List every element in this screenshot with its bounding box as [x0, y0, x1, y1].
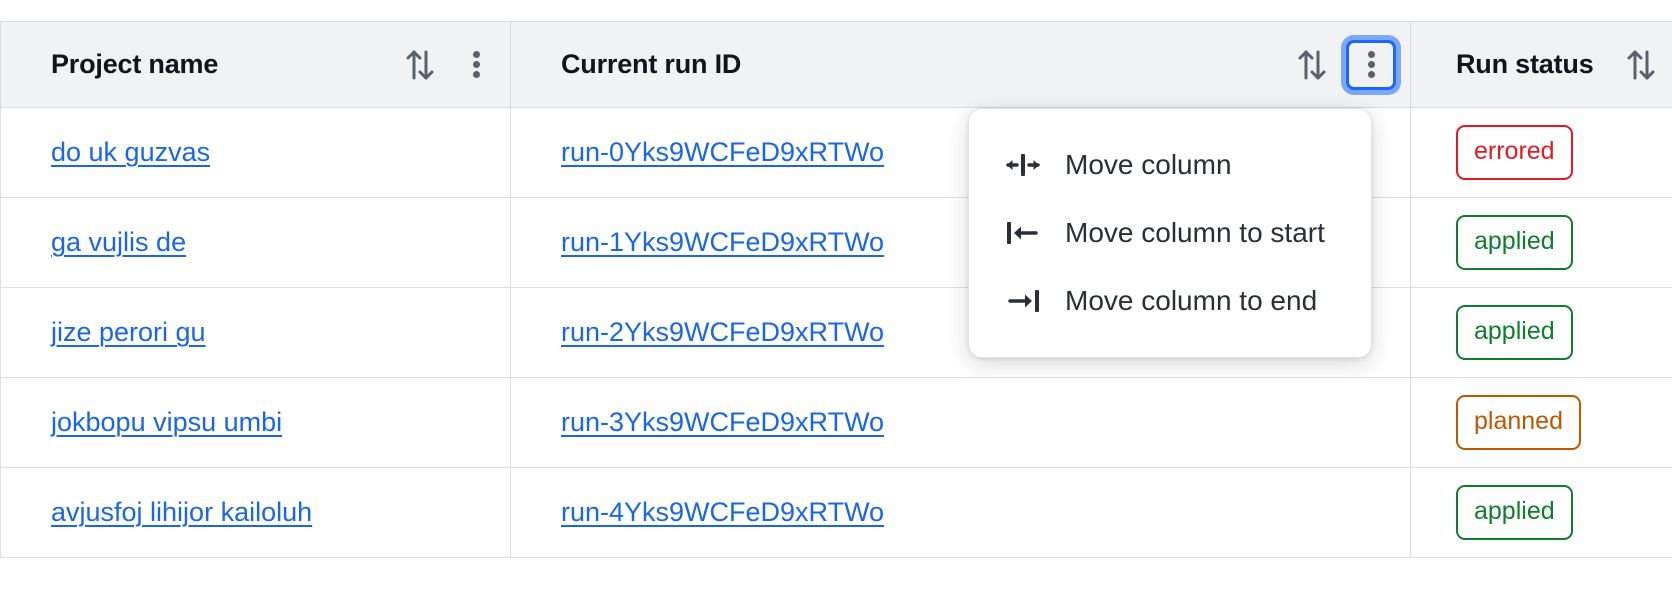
table-row: avjusfoj lihijor kailoluh run-4Yks9WCFeD…: [0, 467, 1672, 558]
move-column-icon: [1003, 149, 1043, 181]
project-name-link[interactable]: jokbopu vipsu umbi: [51, 407, 283, 437]
column-header-label-run-status: Run status: [1456, 49, 1594, 79]
cell-project-name: do uk guzvas: [0, 107, 511, 198]
project-name-link[interactable]: avjusfoj lihijor kailoluh: [51, 497, 313, 527]
table-row: jize perori gu run-2Yks9WCFeD9xRTWo appl…: [0, 287, 1672, 378]
kebab-dots: [472, 48, 480, 81]
sort-updown-icon-run-status[interactable]: [1624, 43, 1659, 87]
column-header-current-run-id[interactable]: Current run ID: [510, 21, 1411, 108]
cell-current-run-id: run-3Yks9WCFeD9xRTWo: [510, 377, 1411, 468]
status-badge: planned: [1456, 395, 1581, 450]
sort-updown-icon-project-name[interactable]: [398, 43, 442, 87]
cell-current-run-id: run-4Yks9WCFeD9xRTWo: [510, 467, 1411, 558]
kebab-dot: [1367, 61, 1375, 68]
cell-run-status: applied: [1410, 467, 1672, 558]
project-name-link[interactable]: jize perori gu: [51, 317, 206, 347]
cell-run-status: applied: [1410, 287, 1672, 378]
table-header-row: Project name: [0, 21, 1672, 108]
run-id-link[interactable]: run-2Yks9WCFeD9xRTWo: [561, 317, 885, 347]
sort-updown-icon-current-run-id[interactable]: [1290, 43, 1334, 87]
cell-project-name: ga vujlis de: [0, 197, 511, 288]
menu-item-label: Move column: [1065, 149, 1232, 180]
move-column-to-start-icon: [1003, 217, 1043, 249]
kebab-dot: [472, 71, 480, 78]
table-row: ga vujlis de run-1Yks9WCFeD9xRTWo applie…: [0, 197, 1672, 288]
move-column-to-end-icon: [1003, 285, 1043, 317]
cell-project-name: avjusfoj lihijor kailoluh: [0, 467, 511, 558]
column-header-project-name[interactable]: Project name: [0, 21, 511, 108]
run-id-link[interactable]: run-1Yks9WCFeD9xRTWo: [561, 227, 885, 257]
kebab-dot: [472, 51, 480, 58]
kebab-menu-icon-project-name[interactable]: [456, 43, 496, 87]
menu-item-label: Move column to start: [1065, 217, 1325, 248]
run-id-link[interactable]: run-0Yks9WCFeD9xRTWo: [561, 137, 885, 167]
table-header: Project name: [0, 21, 1672, 108]
column-header-label-project-name: Project name: [51, 49, 219, 79]
status-badge: errored: [1456, 125, 1573, 180]
table-row: do uk guzvas run-0Yks9WCFeD9xRTWo errore…: [0, 107, 1672, 198]
kebab-dot: [472, 61, 480, 68]
run-id-link[interactable]: run-3Yks9WCFeD9xRTWo: [561, 407, 885, 437]
kebab-dot: [1367, 71, 1375, 78]
menu-item-move-column[interactable]: Move column: [969, 131, 1371, 199]
menu-item-move-column-to-end[interactable]: Move column to end: [969, 267, 1371, 335]
status-badge: applied: [1456, 485, 1573, 540]
project-name-link[interactable]: do uk guzvas: [51, 137, 211, 167]
table-row: jokbopu vipsu umbi run-3Yks9WCFeD9xRTWo …: [0, 377, 1672, 468]
kebab-dot: [1367, 51, 1375, 58]
table-body: do uk guzvas run-0Yks9WCFeD9xRTWo errore…: [0, 107, 1672, 558]
projects-table: Project name: [0, 21, 1672, 558]
cell-run-status: applied: [1410, 197, 1672, 288]
kebab-dots: [1367, 48, 1375, 81]
cell-project-name: jize perori gu: [0, 287, 511, 378]
cell-project-name: jokbopu vipsu umbi: [0, 377, 511, 468]
menu-item-label: Move column to end: [1065, 285, 1318, 316]
column-context-menu: Move column Move column to start: [968, 108, 1372, 358]
run-id-link[interactable]: run-4Yks9WCFeD9xRTWo: [561, 497, 885, 527]
status-badge: applied: [1456, 215, 1573, 270]
cell-run-status: planned: [1410, 377, 1672, 468]
column-header-label-current-run-id: Current run ID: [561, 49, 742, 79]
cell-run-status: errored: [1410, 107, 1672, 198]
menu-item-move-column-to-start[interactable]: Move column to start: [969, 199, 1371, 267]
status-badge: applied: [1456, 305, 1573, 360]
column-header-run-status[interactable]: Run status: [1410, 21, 1672, 108]
kebab-menu-icon-current-run-id[interactable]: [1346, 39, 1396, 90]
project-name-link[interactable]: ga vujlis de: [51, 227, 187, 257]
